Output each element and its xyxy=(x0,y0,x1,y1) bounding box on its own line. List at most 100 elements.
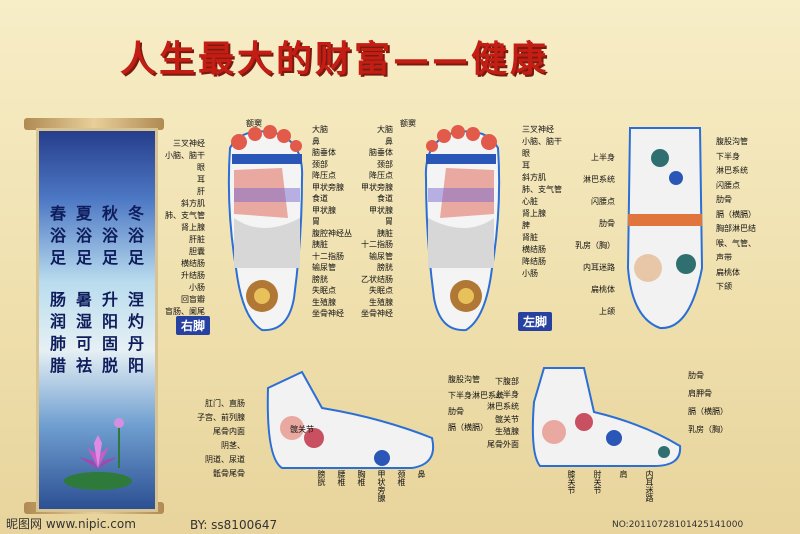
footer-no: NO:20110728101425141000 xyxy=(612,520,744,530)
reflex-zone-label: 淋巴系统 xyxy=(716,166,748,175)
poem-char: 润 xyxy=(49,312,66,331)
reflex-zone-label: 斜方肌 xyxy=(522,173,546,182)
poem-char: 暑 xyxy=(75,290,92,309)
reflex-zone-label: 耳 xyxy=(197,175,205,184)
reflex-zone-label: 大脑 xyxy=(312,125,328,134)
reflex-zone-label: 膈（横膈） xyxy=(448,423,488,432)
poem-char: 浴 xyxy=(101,226,118,245)
reflex-zone-label: 生殖腺 xyxy=(312,297,336,307)
reflex-zone-label: 甲状旁腺 xyxy=(361,182,393,192)
reflex-zone-label: 胸部淋巴结 xyxy=(716,224,756,233)
reflex-zone-label: 上半身 xyxy=(495,389,519,399)
poem-char: 足 xyxy=(127,248,144,267)
reflex-zone-label: 升结肠 xyxy=(181,271,205,280)
poem-char: 可 xyxy=(75,334,92,353)
poem-char: 脱 xyxy=(101,356,118,375)
reflex-zone-label: 胃 xyxy=(312,217,320,226)
reflex-zone-label: 胰脏 xyxy=(312,240,328,249)
reflex-zone-label: 生殖腺 xyxy=(369,297,393,307)
poem-char: 浴 xyxy=(49,226,66,245)
reflex-zone-label: 眼 xyxy=(522,149,530,158)
reflex-zone-label: 骶骨尾骨 xyxy=(213,469,245,478)
reflex-zone-label: 阴道、尿道 xyxy=(205,455,245,464)
reflex-zone-label: 淋巴系统 xyxy=(583,175,615,184)
reflex-zone-label: 肋骨 xyxy=(688,371,704,380)
reflex-zone-label: 十二指肠 xyxy=(361,240,393,249)
poem-char: 固 xyxy=(101,334,118,353)
poem-char: 夏 xyxy=(75,204,92,223)
reflex-zone-label: 肛门、直肠 xyxy=(205,399,245,408)
poem-bottom: 肠暑升涅润湿阳灼肺可固丹腊祛脱阳 xyxy=(45,289,149,377)
reflex-zone-label: 额窦 xyxy=(246,119,262,128)
reflex-zone-label: 闪腰点 xyxy=(716,180,740,190)
reflex-zone-label: 生殖腺 xyxy=(495,427,519,436)
reflex-zone-label: 失眠点 xyxy=(312,286,336,295)
poem-top: 春夏秋冬浴浴浴浴足足足足 xyxy=(45,203,149,269)
reflex-zone-label: 子宫、前列腺 xyxy=(197,413,245,422)
reflex-zone-label: 横结肠 xyxy=(522,245,546,254)
reflex-zone-label: 颈部 xyxy=(312,159,328,169)
left-foot-badge: 左脚 xyxy=(518,312,553,331)
left-foot-diagram xyxy=(424,125,501,332)
reflex-zone-label: 胃 xyxy=(385,217,393,226)
reflex-zone-label: 胰脏 xyxy=(377,228,393,238)
poem-char: 足 xyxy=(49,248,66,267)
reflex-zone-label: 额窦 xyxy=(400,119,416,128)
poem-char: 丹 xyxy=(127,334,144,353)
reflex-zone-label: 脑垂体 xyxy=(312,148,336,157)
reflex-zone-label: 心脏 xyxy=(522,197,538,206)
reflex-zone-label: 肩 xyxy=(619,470,628,478)
reflex-zone-label: 肩胛骨 xyxy=(688,389,712,398)
reflex-zone-label: 食道 xyxy=(377,194,393,203)
reflex-zone-label: 髋关节 xyxy=(495,414,519,424)
reflex-zone-label: 颈部 xyxy=(377,159,393,169)
reflex-zone-label: 膈（横膈） xyxy=(716,209,756,219)
reflex-zone-label: 乳房（胸） xyxy=(575,241,615,250)
reflex-zone-label: 输尿管 xyxy=(369,251,393,261)
reflex-zone-label: 髋关节 xyxy=(290,425,314,434)
poem-char: 腊 xyxy=(49,356,66,375)
reflex-zone-label: 肾上腺 xyxy=(181,223,205,232)
reflex-zone-label: 甲状腺 xyxy=(369,205,393,215)
reflex-zone-label: 扁桃体 xyxy=(591,285,615,294)
poem-char: 冬 xyxy=(127,204,144,223)
reflex-zone-label: 乙状结肠 xyxy=(361,274,393,284)
reflex-zone-label: 眼 xyxy=(197,163,205,172)
poem-char: 春 xyxy=(49,204,66,223)
reflex-zone-label: 耳 xyxy=(522,161,530,170)
reflex-zone-label: 食道 xyxy=(312,194,328,203)
reflex-zone-label: 肺、支气管 xyxy=(522,185,562,194)
poem-char: 湿 xyxy=(75,312,92,331)
scroll-top-rod xyxy=(24,118,164,130)
poem-char: 灼 xyxy=(127,312,144,331)
reflex-zone-label: 甲状旁腺 xyxy=(377,470,386,502)
reflex-zone-label: 斜方肌 xyxy=(181,199,205,208)
reflex-zone-label: 肾上腺 xyxy=(522,209,546,218)
right-foot-diagram xyxy=(227,125,304,332)
reflex-zone-label: 阴茎、 xyxy=(221,441,245,450)
reflex-zone-label: 下半身淋巴系统 xyxy=(448,391,504,400)
reflex-zone-label: 内耳迷路 xyxy=(583,263,615,272)
reflex-zone-label: 胸椎 xyxy=(357,470,366,486)
reflex-zone-label: 腹腔神经丛 xyxy=(312,228,352,238)
poem-char: 浴 xyxy=(127,226,144,245)
reflex-zone-label: 下腹部 xyxy=(495,377,519,386)
reflex-zone-label: 盲肠、阑尾 xyxy=(165,307,205,316)
poem-char: 升 xyxy=(101,290,118,309)
reflex-zone-label: 内耳迷路 xyxy=(645,470,654,502)
reflex-zone-label: 肺、支气管 xyxy=(165,211,205,220)
poem-char: 浴 xyxy=(75,226,92,245)
reflex-zone-label: 鼻 xyxy=(417,470,426,478)
poem-char: 足 xyxy=(75,248,92,267)
reflex-zone-label: 肝脏 xyxy=(189,235,205,244)
reflex-zone-label: 尾骨外面 xyxy=(487,439,519,449)
reflex-zone-label: 失眠点 xyxy=(369,286,393,295)
reflex-zone-label: 三叉神经 xyxy=(173,139,205,148)
reflex-zone-label: 肋骨 xyxy=(716,195,732,204)
reflex-zone-label: 小肠 xyxy=(522,269,538,278)
reflex-zone-label: 肋骨 xyxy=(448,407,464,416)
reflex-zone-label: 扁桃体 xyxy=(716,267,740,277)
reflex-zone-label: 下颌 xyxy=(716,282,732,291)
reflex-zone-label: 闪腰点 xyxy=(591,197,615,206)
reflex-zone-label: 甲状腺 xyxy=(312,205,336,215)
